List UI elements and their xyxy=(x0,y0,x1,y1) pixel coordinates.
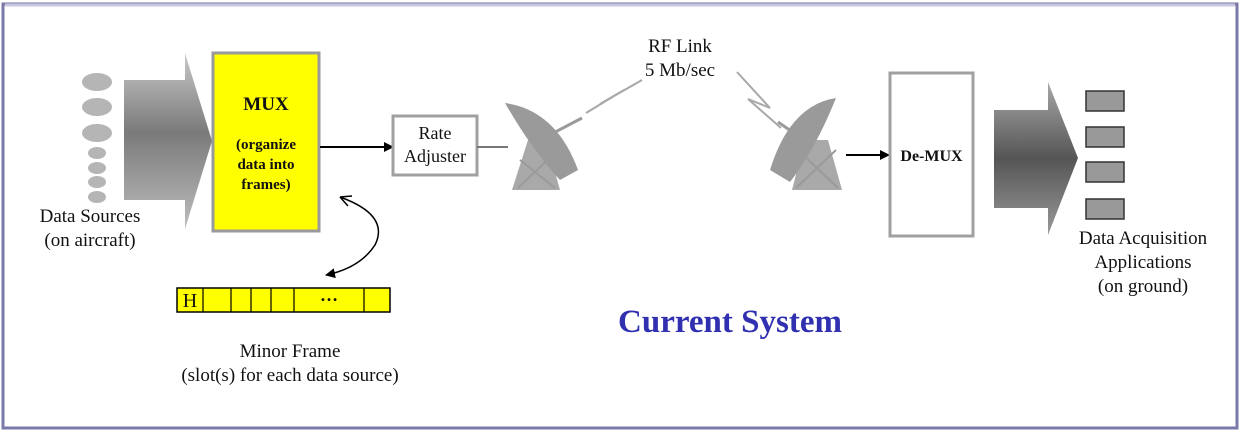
acquisition-app-box xyxy=(1085,198,1125,220)
rate-adjuster-box xyxy=(391,114,479,177)
data-source-dot xyxy=(88,176,106,188)
data-sources-big-arrow xyxy=(124,53,212,229)
data-acquisition-label-line3: (on ground) xyxy=(1097,276,1189,297)
minor-frame-strip-outline xyxy=(176,287,391,313)
minor-frame-caption-line1: Minor Frame xyxy=(239,341,341,362)
receive-dish-feed xyxy=(777,120,805,142)
rf-signal-bolt-left xyxy=(585,79,643,114)
transmit-dish-strut xyxy=(517,149,559,189)
receive-dish-antenna xyxy=(770,98,842,190)
receive-dish-base xyxy=(792,140,842,190)
rate-adjuster-label: Rate Adjuster xyxy=(393,122,477,168)
mux-description-line2: data into xyxy=(237,157,295,173)
demux-label: De-MUX xyxy=(900,148,963,165)
data-source-dot xyxy=(82,124,112,142)
diagram-title: Current System xyxy=(618,304,842,340)
data-acquisition-label-line2: Applications xyxy=(1094,252,1192,273)
mux-frame-double-arrow-head xyxy=(339,195,353,207)
data-source-dot xyxy=(82,98,112,116)
demux-box xyxy=(888,71,975,238)
minor-frame-ellipsis-cell: … xyxy=(320,285,338,305)
rf-link-label: RF Link 5 Mb/sec xyxy=(620,35,740,83)
receive-dish-strut xyxy=(799,151,839,189)
mux-box xyxy=(211,51,321,233)
rate-adjuster-label-line1: Rate xyxy=(418,123,452,143)
transmit-dish-base xyxy=(512,140,560,190)
transmit-dish-feed xyxy=(539,116,583,142)
data-sources-label-line2: (on aircraft) xyxy=(44,230,136,251)
transmit-dish-strut xyxy=(519,159,556,189)
minor-frame-strip xyxy=(176,287,391,313)
transmit-dish-antenna xyxy=(505,103,583,190)
mux-frame-double-arrow xyxy=(325,196,380,279)
data-acquisition-label-line1: Data Acquisition xyxy=(1078,228,1208,249)
data-source-dot xyxy=(88,147,106,159)
receive-dish-strut xyxy=(795,149,837,189)
minor-frame-header-cell: H xyxy=(182,290,198,312)
data-sources-label: Data Sources (on aircraft) xyxy=(30,205,150,253)
mux-title: MUX xyxy=(243,94,289,115)
acquisition-app-box xyxy=(1085,90,1125,112)
mux-description-line3: frames) xyxy=(241,177,291,193)
rate-adjuster-label-line2: Adjuster xyxy=(404,146,466,166)
data-source-dot xyxy=(88,191,106,203)
mux-description: (organize data into frames) xyxy=(213,135,319,195)
data-source-icons xyxy=(82,73,112,203)
acquisition-app-icons xyxy=(1085,90,1125,220)
acquisition-app-box xyxy=(1085,161,1125,183)
demux-big-arrow xyxy=(994,82,1078,235)
mux-description-line1: (organize xyxy=(236,137,296,153)
rf-signal-bolt-right xyxy=(736,71,782,129)
data-acquisition-label: Data Acquisition Applications (on ground… xyxy=(1058,227,1228,299)
data-sources-label-line1: Data Sources xyxy=(39,206,141,227)
data-source-dot xyxy=(88,162,106,174)
data-source-dot xyxy=(82,73,112,91)
acquisition-app-box xyxy=(1085,126,1125,148)
minor-frame-caption-line2: (slot(s) for each data source) xyxy=(181,365,399,386)
minor-frame-caption: Minor Frame (slot(s) for each data sourc… xyxy=(160,340,420,388)
rf-link-label-line1: RF Link xyxy=(648,36,712,57)
rf-link-label-line2: 5 Mb/sec xyxy=(644,60,716,81)
